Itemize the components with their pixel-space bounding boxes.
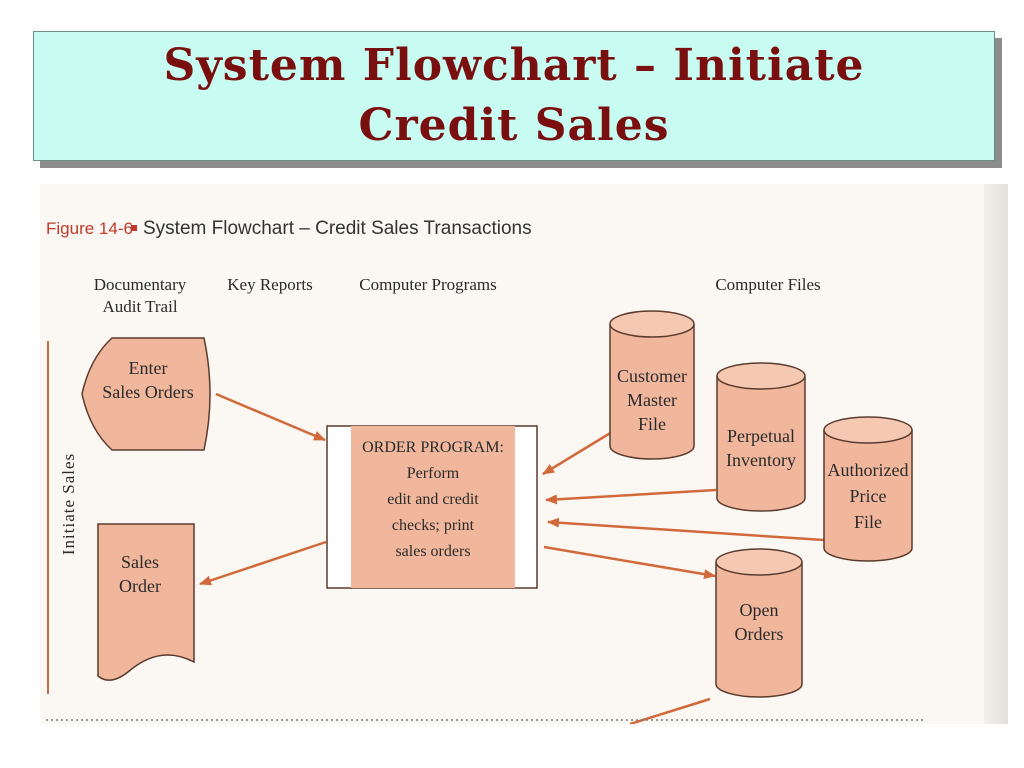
sales-order-document-shape: [97, 523, 195, 681]
col-documentary-line-1: Documentary: [94, 275, 187, 294]
open-orders-cylinder: [715, 548, 803, 698]
flowchart-figure: Figure 14-6 System Flowchart – Credit Sa…: [40, 184, 1008, 724]
order-program-line-2: Perform: [407, 465, 460, 482]
flowchart-svg: Figure 14-6 System Flowchart – Credit Sa…: [46, 218, 926, 724]
col-computer-files: Computer Files: [715, 275, 820, 294]
arrow-open-orders-continuation: [629, 697, 711, 724]
order-program-line-1: ORDER PROGRAM:: [362, 439, 504, 456]
side-label-initiate-sales: Initiate Sales: [59, 453, 78, 555]
arrow-program-to-open-orders: [543, 545, 716, 580]
open-orders-line-2: Orders: [735, 624, 784, 644]
order-program-line-5: sales orders: [395, 543, 470, 560]
arrow-price-file-to-program: [547, 517, 825, 542]
figure-bullet-icon: [131, 225, 137, 231]
open-orders-line-1: Open: [740, 600, 779, 620]
slide-title-line-2: Credit Sales: [358, 100, 670, 151]
customer-master-file-line-2: Master: [627, 390, 677, 410]
authorized-price-file-line-2: Price: [850, 486, 887, 506]
slide-title-box: System Flowchart – Initiate Credit Sales: [33, 31, 995, 161]
col-computer-programs: Computer Programs: [359, 275, 496, 294]
arrow-customer-file-to-program: [542, 430, 613, 476]
arrow-enter-to-program: [215, 392, 326, 442]
figure-label: Figure 14-6: [46, 219, 133, 238]
enter-sales-orders-line-2: Sales Orders: [102, 382, 193, 402]
perpetual-inventory-cylinder: [716, 362, 806, 512]
sales-order-line-1: Sales: [121, 552, 159, 572]
col-documentary-line-2: Audit Trail: [102, 297, 177, 316]
page-edge: [984, 184, 1008, 724]
order-program-line-4: checks; print: [392, 517, 475, 534]
enter-sales-orders-line-1: Enter: [129, 358, 168, 378]
authorized-price-file-line-1: Authorized: [828, 460, 909, 480]
customer-master-file-line-1: Customer: [617, 366, 687, 386]
arrow-inventory-to-program: [545, 488, 717, 505]
authorized-price-file-line-3: File: [854, 512, 882, 532]
order-program-fill: [351, 426, 515, 588]
sales-order-line-2: Order: [119, 576, 161, 596]
arrow-program-to-sales-order: [199, 540, 327, 586]
order-program-line-3: edit and credit: [387, 491, 479, 508]
enter-sales-orders-shape: [81, 337, 211, 451]
perpetual-inventory-line-2: Inventory: [726, 450, 796, 470]
customer-master-file-line-3: File: [638, 414, 666, 434]
authorized-price-file-cylinder: [823, 416, 913, 562]
perpetual-inventory-line-1: Perpetual: [727, 426, 795, 446]
slide-title-line-1: System Flowchart – Initiate: [163, 40, 865, 91]
customer-master-file-cylinder: [609, 310, 695, 460]
col-key-reports: Key Reports: [227, 275, 312, 294]
figure-title: System Flowchart – Credit Sales Transact…: [143, 218, 532, 239]
